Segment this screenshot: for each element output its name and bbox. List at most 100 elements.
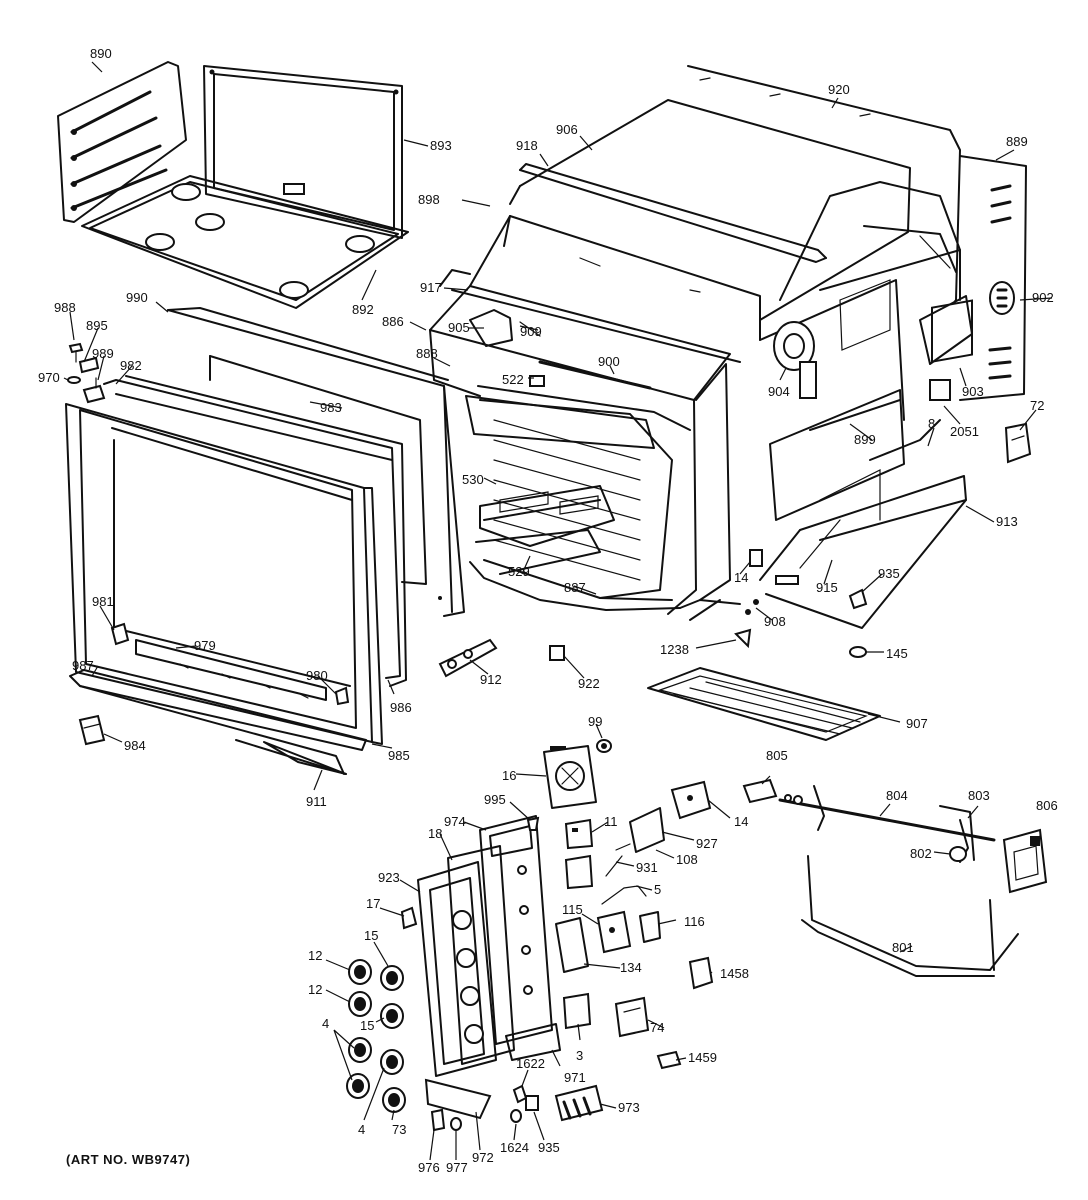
control-knobs <box>346 906 418 1113</box>
part-974-control-panel <box>479 815 553 1045</box>
callout-980: 980 <box>306 668 328 683</box>
callout-900: 900 <box>598 354 620 369</box>
callout-1458: 1458 <box>720 966 749 981</box>
part-14-switch <box>670 780 712 820</box>
part-923-panel-frame <box>417 861 497 1077</box>
part-984-hinge <box>78 714 106 746</box>
part-908-screws <box>745 599 759 615</box>
callout-920: 920 <box>828 82 850 97</box>
callout-134: 134 <box>620 960 642 975</box>
callout-915: 915 <box>816 580 838 595</box>
part-972-bracket <box>424 1078 492 1120</box>
callout-1622: 1622 <box>516 1056 545 1071</box>
part-14-connector <box>749 549 763 567</box>
part-522-clip <box>529 375 545 387</box>
callout-887: 887 <box>564 580 586 595</box>
callout-977: 977 <box>446 1160 468 1175</box>
callout-804: 804 <box>886 788 908 803</box>
part-18-backplate <box>447 845 515 1065</box>
part-927-bracket <box>629 807 665 853</box>
part-72-bracket <box>1004 422 1032 464</box>
part-917-bar <box>439 269 741 363</box>
callout-801: 801 <box>892 940 914 955</box>
part-906-top-panel <box>509 99 911 321</box>
callout-1459: 1459 <box>688 1050 717 1065</box>
callout-12b: 12 <box>308 982 322 997</box>
part-805-handle <box>742 778 778 804</box>
callout-931: 931 <box>636 860 658 875</box>
callout-145: 145 <box>886 646 908 661</box>
part-979-handle-strip <box>135 639 327 701</box>
part-134-bracket <box>555 917 589 973</box>
part-802-nut <box>949 846 967 862</box>
callout-904: 904 <box>768 384 790 399</box>
callout-4a: 4 <box>322 1016 329 1031</box>
part-145-foot <box>849 646 867 658</box>
callout-918: 918 <box>516 138 538 153</box>
callout-15a: 15 <box>364 928 378 943</box>
part-803-fork <box>939 805 975 861</box>
callout-4b: 4 <box>358 1122 365 1137</box>
part-11-switches <box>564 818 594 890</box>
part-529-broiler-pan <box>469 485 681 611</box>
callout-802: 802 <box>910 846 932 861</box>
part-116-clip <box>639 911 661 943</box>
part-892-cooktop-panel <box>81 175 409 309</box>
part-913-bottom-panel <box>759 475 967 629</box>
part-981-980-hinges <box>110 622 350 706</box>
part-983-door-liner <box>209 355 427 585</box>
callout-971: 971 <box>564 1070 586 1085</box>
part-890-rack-panel <box>57 61 187 223</box>
callout-5: 5 <box>654 882 661 897</box>
part-982-door-frame <box>103 379 401 679</box>
part-801-support <box>801 855 1019 977</box>
part-915-wire <box>775 519 841 585</box>
callout-11: 11 <box>604 814 618 829</box>
callout-2051: 2051 <box>950 424 979 439</box>
callout-984: 984 <box>124 738 146 753</box>
callout-902: 902 <box>1032 290 1054 305</box>
callout-912: 912 <box>480 672 502 687</box>
callout-115: 115 <box>562 902 583 917</box>
leader-lines <box>63 61 1053 1161</box>
callout-17: 17 <box>366 896 380 911</box>
callout-985: 985 <box>388 748 410 763</box>
part-900-rail <box>538 360 652 390</box>
part-889-side-panel <box>959 155 1027 401</box>
part-115-switch <box>596 910 632 954</box>
part-911-door-bottom <box>235 739 347 775</box>
part-3-switch <box>562 992 592 1030</box>
part-804-spit <box>778 785 996 863</box>
callout-886: 886 <box>382 314 404 329</box>
callout-74: 74 <box>650 1020 664 1035</box>
callout-983: 983 <box>320 400 342 415</box>
callout-989: 989 <box>92 346 114 361</box>
part-74-block <box>614 996 650 1038</box>
callout-14a: 14 <box>734 570 748 585</box>
callout-935a: 935 <box>878 566 900 581</box>
part-1459-bulb <box>656 1050 682 1070</box>
part-904-thermostat <box>773 321 817 399</box>
callout-982: 982 <box>120 358 142 373</box>
callout-14b: 14 <box>734 814 748 829</box>
callout-73: 73 <box>392 1122 406 1137</box>
callout-803: 803 <box>968 788 990 803</box>
callout-907: 907 <box>906 716 928 731</box>
callout-905: 905 <box>448 320 470 335</box>
callout-970: 970 <box>38 370 60 385</box>
part-988-970-hardware <box>67 342 106 404</box>
callout-108: 108 <box>676 852 698 867</box>
part-971-strip <box>505 1023 561 1061</box>
oven-bottom-trim <box>679 599 741 621</box>
callout-3: 3 <box>576 1048 583 1063</box>
callout-903: 903 <box>962 384 984 399</box>
callout-116: 116 <box>684 914 705 929</box>
callout-522: 522 <box>502 372 524 387</box>
part-935-clip <box>848 588 868 610</box>
callout-806: 806 <box>1036 798 1058 813</box>
part-976-977-1624 <box>430 1108 522 1132</box>
callout-935b: 935 <box>538 1140 560 1155</box>
callout-979: 979 <box>194 638 216 653</box>
part-905-909-bracket <box>469 309 541 347</box>
